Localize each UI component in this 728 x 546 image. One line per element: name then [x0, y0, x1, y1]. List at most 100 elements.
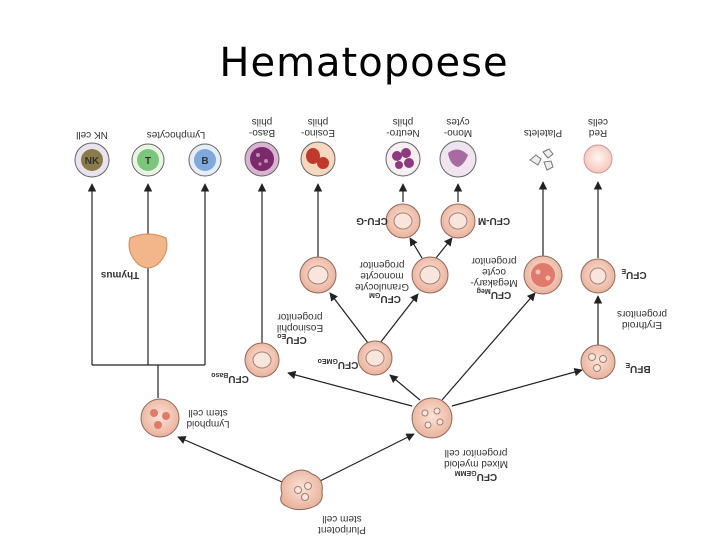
arrows [87, 181, 603, 483]
arrow-gmeo-to-gm [379, 293, 419, 344]
basophil-cell [244, 141, 280, 177]
cfu-eo-cell [299, 256, 337, 294]
label-monocytes-2: cytes [446, 116, 469, 127]
label-cfu-gmeo-sub: GMEo [318, 357, 338, 364]
label-eosinophils-1: Eosino- [301, 127, 335, 138]
svg-text:CFUBaso: CFUBaso [211, 371, 249, 384]
arrow-myeloid-to-gmeo [389, 374, 421, 401]
label-gm-prog-2: monocyte [360, 270, 404, 281]
label-monocytes-1: Mono- [444, 127, 472, 138]
arrow-gm-to-m [435, 237, 453, 259]
eosinophil-cell [300, 141, 336, 177]
label-meg-prog-2: ocyte [482, 266, 506, 277]
label-cfu-e-main: CFU [626, 269, 647, 280]
slide-title: Hematopoese [219, 40, 509, 86]
label-cfu-gmeo-main: CFU [338, 359, 359, 370]
cfu-gm-cell [411, 256, 449, 294]
label-red-cells-2: cells [588, 116, 608, 127]
label-cfu-gm-main: CFU [380, 293, 401, 304]
cfu-e-cell [580, 258, 616, 294]
label-thymus: Thymus [100, 269, 139, 280]
label-eo-prog-2: progenitor [277, 311, 323, 322]
label-gm-prog-1: Granulocyte [355, 281, 409, 292]
label-neutrophils-1: Neutro- [386, 127, 419, 138]
label-cfu-meg: CFUMeg [477, 287, 512, 300]
arrow-pluri-to-myeloid [317, 433, 415, 483]
b-letter: B [201, 156, 208, 167]
t-letter: T [145, 156, 151, 167]
arrow-gm-to-g [409, 237, 423, 259]
label-cfu-gemm: CFUGEMM [455, 469, 498, 482]
label-neutrophils-2: phils [393, 116, 414, 127]
myeloid-progenitor-cell [411, 397, 453, 439]
neutrophil-cell [385, 141, 421, 177]
label-basophils-1: Baso- [249, 127, 275, 138]
lymphoid-stem-cell [140, 398, 180, 438]
t-cell: T [131, 143, 165, 177]
pluripotent-stem-cell [280, 469, 323, 511]
label-cfu-meg-sub: Meg [477, 287, 491, 294]
label-cfu-g: CFU-G [356, 215, 388, 226]
svg-text:CFUGEMM: CFUGEMM [455, 469, 498, 482]
label-pluri-2: stem cell [322, 513, 361, 524]
svg-text:CFUMeg: CFUMeg [477, 287, 512, 300]
label-cfu-m: CFU-M [478, 215, 510, 226]
platelets [529, 148, 554, 171]
label-gm-prog-3: progenitor [359, 259, 405, 270]
cfu-gmeo-cell [357, 340, 393, 376]
label-lymphoid-1: Lymphoid [187, 418, 230, 429]
monocyte-cell [439, 140, 477, 178]
label-cfu-eo-sub: Eo [277, 332, 286, 339]
label-pluri-1: Pluripotent [318, 524, 366, 535]
label-cfu-baso-sub: Baso [211, 371, 228, 378]
label-nk-cell: NK cell [76, 129, 108, 140]
svg-text:BFUE: BFUE [625, 361, 651, 374]
label-cfu-baso: CFUBaso [211, 371, 249, 384]
label-platelets: Platelets [524, 127, 562, 138]
arrow-gmeo-to-eo [329, 292, 369, 344]
label-cfu-eo-main: CFU [286, 334, 307, 345]
label-meg-prog-1: Megakary- [470, 277, 517, 288]
label-lymphoid-2: stem cell [188, 407, 227, 418]
label-cfu-e: CFUE [621, 267, 647, 280]
label-eo-prog-1: Eosinophil [277, 322, 323, 333]
label-cfu-meg-main: CFU [491, 289, 512, 300]
label-eosinophils-2: phils [308, 116, 329, 127]
label-meg-prog-3: progenitor [471, 255, 517, 266]
label-cfu-eo: CFUEo [277, 332, 307, 345]
cfu-meg-cell [523, 255, 563, 295]
arrow-myeloid-to-meg [441, 292, 536, 401]
red-cell [583, 144, 613, 174]
arrow-myeloid-to-bfue [451, 367, 583, 407]
label-myeloid-1: Mixed myeloid [444, 458, 508, 469]
label-myeloid-2: progenitor cell [445, 447, 508, 458]
label-basophils-2: phils [252, 116, 273, 127]
svg-text:CFUEo: CFUEo [277, 332, 307, 345]
label-cfu-gemm-sub: GEMM [455, 469, 477, 476]
svg-text:CFUE: CFUE [621, 267, 647, 280]
label-cfu-gemm-main: CFU [477, 471, 498, 482]
b-cell: B [188, 143, 222, 177]
label-cfu-baso-main: CFU [228, 373, 249, 384]
svg-text:CFUGM: CFUGM [369, 291, 401, 304]
nk-letter: NK [85, 156, 100, 167]
label-cfu-gmeo: CFUGMEo [318, 357, 359, 370]
arrow-myeloid-to-baso [287, 370, 413, 407]
label-cfu-gm: CFUGM [369, 291, 401, 304]
cfu-g-cell [385, 203, 421, 239]
labels-inverted: NK cell Lymphocytes Baso- phils Eosino- … [76, 116, 667, 535]
label-ery-prog-1: Erythroid [622, 319, 662, 330]
svg-text:CFUGMEo: CFUGMEo [318, 357, 359, 370]
label-bfu-e: BFUE [625, 361, 651, 374]
cfu-m-cell [440, 203, 476, 239]
label-bfu-e-main: BFU [630, 363, 651, 374]
cfu-baso-cell [244, 342, 280, 378]
label-cfu-gm-sub: GM [369, 291, 380, 298]
label-bfu-e-sub: E [625, 361, 630, 368]
bfu-e-cell [580, 344, 616, 380]
label-cfu-e-sub: E [621, 267, 626, 274]
nk-cell: NK [74, 142, 110, 178]
label-lymphocytes: Lymphocytes [147, 129, 206, 140]
